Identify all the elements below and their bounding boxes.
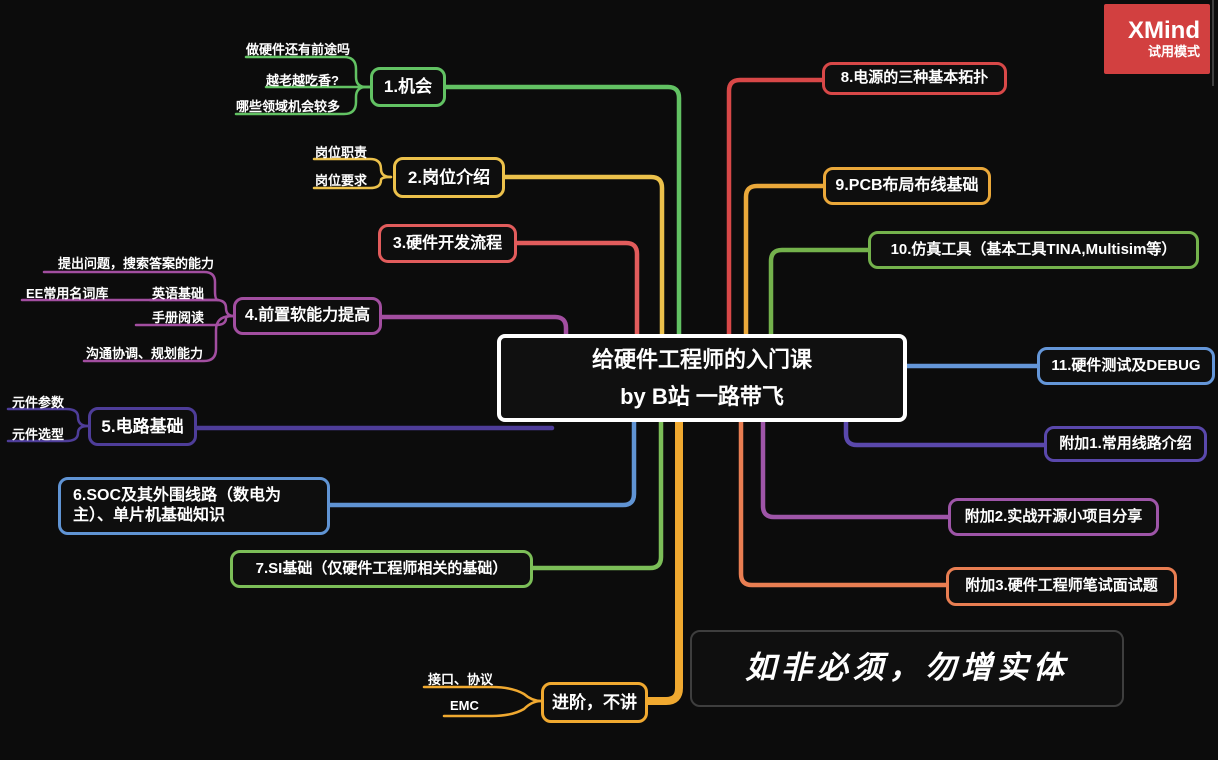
topic-extra3-interview-questions[interactable]: 附加3.硬件工程师笔试面试题	[946, 567, 1177, 606]
topic-soft-skills[interactable]: 4.前置软能力提高	[233, 297, 382, 335]
topic-advanced-not-covered[interactable]: 进阶，不讲	[541, 682, 648, 723]
connector-branch1	[443, 84, 682, 348]
central-topic-line2: by B站 一路带飞	[620, 384, 784, 409]
screen-edge-artifact	[1212, 0, 1214, 86]
connector-branch3	[514, 240, 640, 348]
connector-branch9	[743, 183, 826, 348]
subtopic-which-fields[interactable]: 哪些领域机会较多	[236, 99, 341, 114]
topic-simulation-tools[interactable]: 10.仿真工具（基本工具TINA,Multisim等）	[868, 231, 1199, 269]
subtopic-job-requirements[interactable]: 岗位要求	[315, 173, 368, 188]
topic-extra1-common-circuits[interactable]: 附加1.常用线路介绍	[1044, 426, 1207, 462]
xmind-trial-badge[interactable]: XMind 试用模式	[1104, 4, 1210, 74]
connector-branch4	[379, 314, 569, 351]
subtopic-english-basics[interactable]: 英语基础	[152, 286, 205, 301]
topic-hw-dev-process[interactable]: 3.硬件开发流程	[378, 224, 517, 263]
topic-job-intro[interactable]: 2.岗位介绍	[393, 157, 505, 198]
subtopic-ee-vocabulary[interactable]: EE常用名词库	[26, 286, 109, 301]
trial-mode-label: 试用模式	[1147, 44, 1200, 60]
topic-pcb-layout[interactable]: 9.PCB布局布线基础	[823, 167, 991, 205]
connector-extra2	[760, 412, 953, 520]
subtopic-job-duties[interactable]: 岗位职责	[315, 145, 368, 160]
xmind-logo: XMind	[1128, 16, 1200, 44]
subtopic-component-selection[interactable]: 元件选型	[12, 427, 65, 442]
connector-b1-child3	[234, 85, 374, 116]
connector-advanced	[644, 411, 683, 705]
connector-adv-child1	[422, 685, 543, 703]
connector-b5-child2	[6, 424, 90, 443]
subtopic-component-params[interactable]: 元件参数	[12, 395, 65, 410]
subtopic-ask-search[interactable]: 提出问题，搜索答案的能力	[58, 256, 215, 271]
connector-adv-child2	[442, 699, 543, 718]
connector-extra1	[843, 412, 1050, 448]
connector-b2-child2	[312, 175, 393, 190]
central-topic-line1: 给硬件工程师的入门课	[591, 346, 812, 372]
connector-branch10	[768, 247, 871, 348]
subtopic-emc[interactable]: EMC	[450, 698, 479, 713]
topic-soc-mcu[interactable]: 6.SOC及其外围线路（数电为主）、单片机基础知识	[58, 477, 330, 535]
connector-b5-child1	[6, 407, 90, 428]
topic-opportunity[interactable]: 1.机会	[370, 67, 446, 107]
quote-occams-razor[interactable]: 如非必须，勿增实体	[690, 630, 1124, 707]
connector-b4-child3	[82, 314, 236, 363]
connector-extra3	[738, 412, 951, 588]
central-topic[interactable]: 给硬件工程师的入门课 by B站 一路带飞	[497, 334, 907, 422]
connector-branch2	[502, 174, 665, 348]
subtopic-communication[interactable]: 沟通协调、规划能力	[86, 346, 204, 361]
connector-branch6	[327, 412, 637, 508]
connector-branch8	[726, 77, 825, 348]
quote-text: 如非必须，勿增实体	[745, 650, 1069, 687]
topic-extra2-open-source-projects[interactable]: 附加2.实战开源小项目分享	[948, 498, 1159, 536]
topic-si-basics[interactable]: 7.SI基础（仅硬件工程师相关的基础）	[230, 550, 533, 588]
topic-power-topologies[interactable]: 8.电源的三种基本拓扑	[822, 62, 1007, 95]
subtopic-interfaces-protocols[interactable]: 接口、协议	[428, 672, 494, 687]
connector-branch7	[530, 412, 664, 571]
subtopic-hw-future[interactable]: 做硬件还有前途吗	[246, 42, 351, 57]
subtopic-older-better[interactable]: 越老越吃香?	[266, 73, 339, 88]
subtopic-manual-reading[interactable]: 手册阅读	[152, 310, 205, 325]
topic-circuit-basics[interactable]: 5.电路基础	[88, 407, 197, 446]
topic-hw-test-debug[interactable]: 11.硬件测试及DEBUG	[1037, 347, 1215, 385]
